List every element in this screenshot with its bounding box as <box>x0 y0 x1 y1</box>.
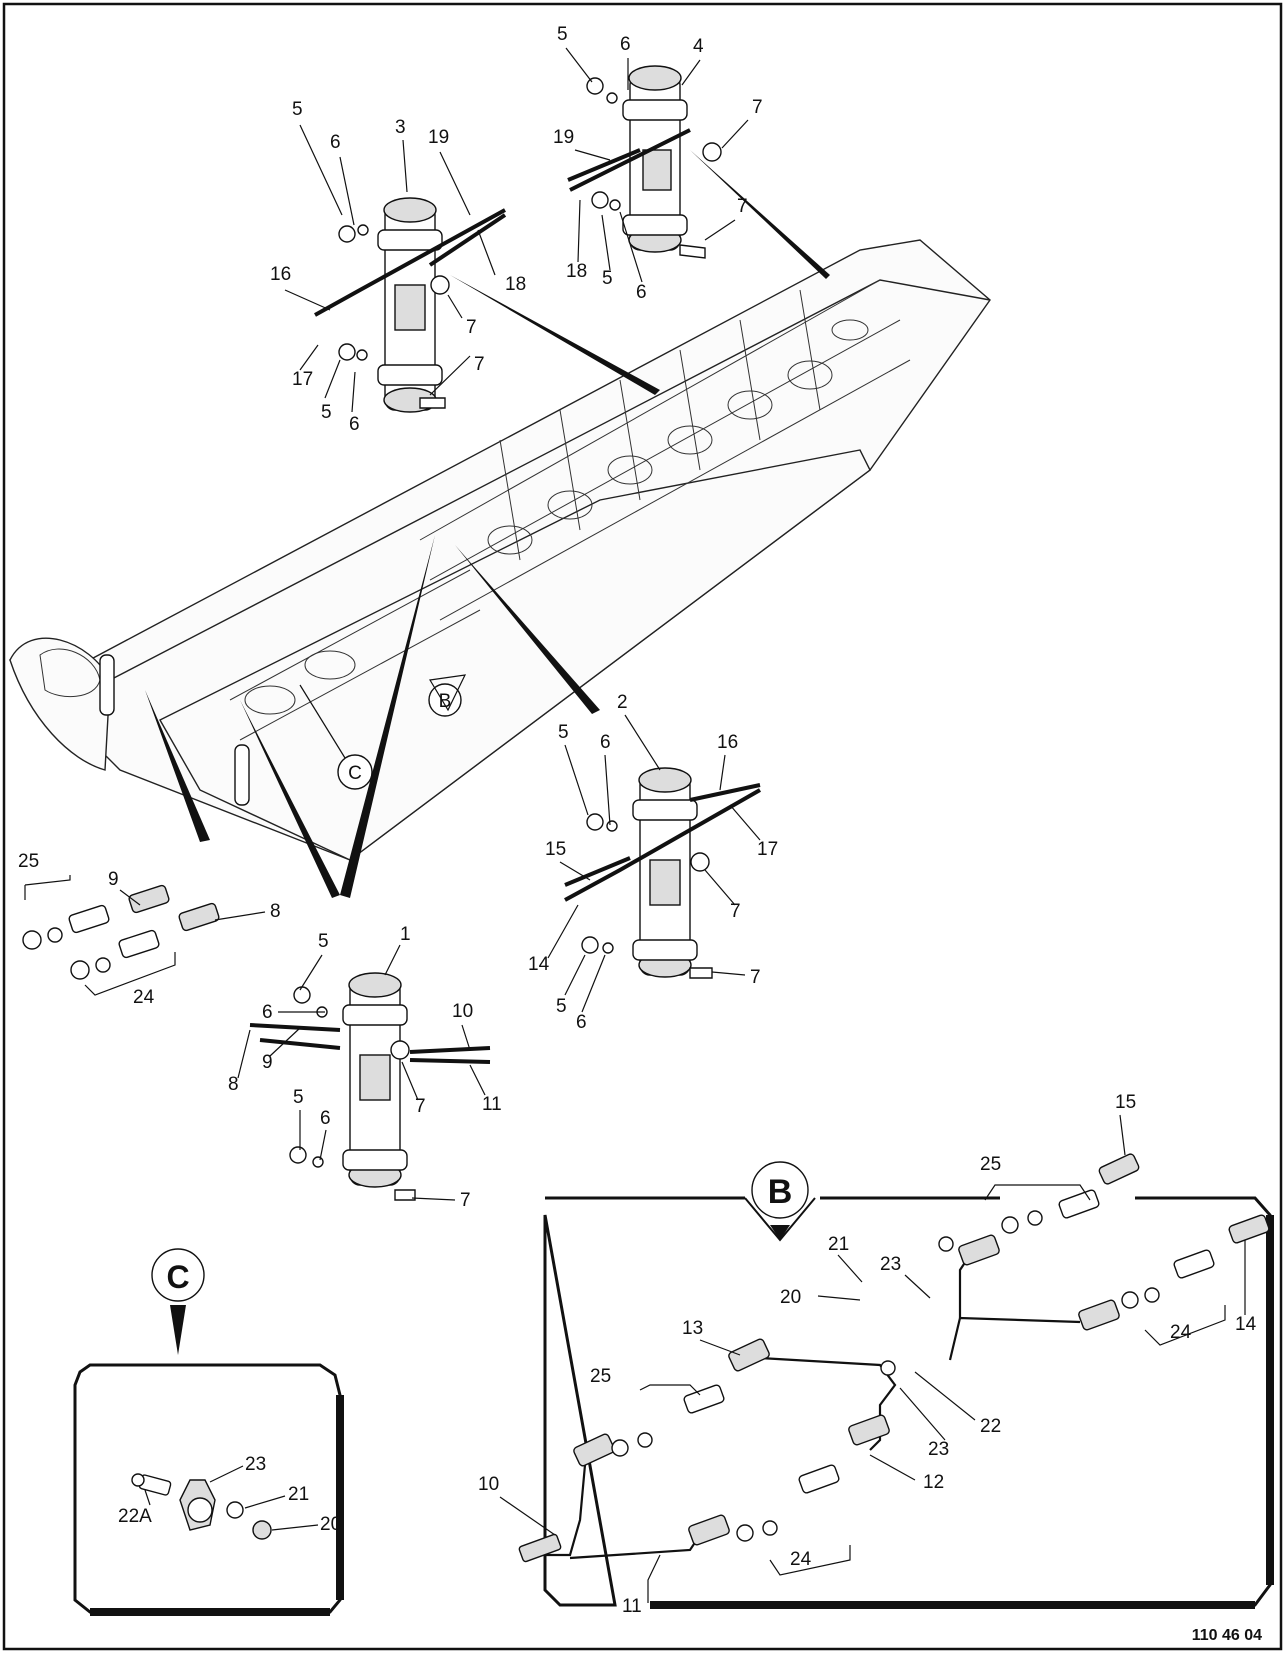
callout-6: 6 <box>262 1002 273 1023</box>
detail-view-c: C <box>73 1248 344 1616</box>
callout-24: 24 <box>1170 1322 1192 1343</box>
callout-24: 24 <box>133 987 155 1008</box>
callout-4: 4 <box>693 36 704 57</box>
callout-7: 7 <box>415 1096 426 1117</box>
callout-9: 9 <box>262 1052 273 1073</box>
callout-24: 24 <box>790 1549 812 1570</box>
callout-20: 20 <box>320 1514 341 1535</box>
callout-5: 5 <box>293 1087 304 1108</box>
callout-7: 7 <box>752 97 763 118</box>
callout-25: 25 <box>590 1366 611 1387</box>
callout-8: 8 <box>270 901 281 922</box>
view-b-title: B <box>768 1173 793 1211</box>
callout-labels: 5 6 3 19 16 18 7 17 7 5 6 5 6 4 7 19 7 1… <box>18 24 1257 1617</box>
callout-5: 5 <box>292 99 303 120</box>
callout-14: 14 <box>1235 1314 1257 1335</box>
callout-6: 6 <box>349 414 360 435</box>
callout-23: 23 <box>245 1454 266 1475</box>
callout-6: 6 <box>636 282 647 303</box>
callout-25: 25 <box>980 1154 1001 1175</box>
view-c-marker: C <box>348 763 362 784</box>
callout-9: 9 <box>108 869 119 890</box>
callout-5: 5 <box>556 996 567 1017</box>
callout-7: 7 <box>474 354 485 375</box>
callout-21: 21 <box>828 1234 849 1255</box>
callout-22: 22 <box>980 1416 1001 1437</box>
hinge-assembly-1 <box>249 972 491 1201</box>
callout-17: 17 <box>757 839 778 860</box>
callout-5: 5 <box>318 931 329 952</box>
callout-18: 18 <box>505 274 526 295</box>
callout-12: 12 <box>923 1472 944 1493</box>
callout-13: 13 <box>682 1318 703 1339</box>
callout-1: 1 <box>400 924 411 945</box>
callout-14: 14 <box>528 954 550 975</box>
callout-17: 17 <box>292 369 313 390</box>
callout-3: 3 <box>395 117 406 138</box>
hinge-assembly-3 <box>314 197 507 413</box>
callout-6: 6 <box>320 1108 331 1129</box>
hinge-assembly-4 <box>567 65 722 259</box>
callout-16: 16 <box>717 732 738 753</box>
callout-8: 8 <box>228 1074 239 1095</box>
view-b-marker: B <box>439 691 452 712</box>
callout-5: 5 <box>602 268 613 289</box>
callout-11: 11 <box>622 1596 642 1617</box>
callout-5: 5 <box>321 402 332 423</box>
callout-15: 15 <box>545 839 566 860</box>
callout-23: 23 <box>880 1254 901 1275</box>
wing-assembly: B C <box>9 150 991 898</box>
callout-15: 15 <box>1115 1092 1136 1113</box>
callout-11: 11 <box>482 1094 502 1115</box>
cable-connectors-left <box>22 875 220 996</box>
view-c-title: C <box>166 1259 189 1295</box>
callout-7: 7 <box>460 1190 471 1211</box>
callout-7: 7 <box>730 901 741 922</box>
callout-20: 20 <box>780 1287 801 1308</box>
detail-view-b: B <box>518 1153 1274 1609</box>
callout-6: 6 <box>600 732 611 753</box>
callout-7: 7 <box>737 196 748 217</box>
callout-7: 7 <box>466 317 477 338</box>
callout-16: 16 <box>270 264 291 285</box>
callout-10: 10 <box>452 1001 473 1022</box>
callout-18: 18 <box>566 261 587 282</box>
callout-19: 19 <box>428 127 449 148</box>
callout-21: 21 <box>288 1484 309 1505</box>
figure-number: 110 46 04 <box>1192 1627 1262 1644</box>
hinge-assembly-2 <box>564 767 761 979</box>
callout-19: 19 <box>553 127 574 148</box>
callout-23: 23 <box>928 1439 949 1460</box>
callout-22a: 22A <box>118 1506 152 1527</box>
callout-10: 10 <box>478 1474 499 1495</box>
callout-6: 6 <box>576 1012 587 1033</box>
callout-6: 6 <box>620 34 631 55</box>
callout-5: 5 <box>558 722 569 743</box>
callout-5: 5 <box>557 24 568 45</box>
callout-2: 2 <box>617 692 628 713</box>
callout-7: 7 <box>750 967 761 988</box>
callout-6: 6 <box>330 132 341 153</box>
callout-25: 25 <box>18 851 39 872</box>
